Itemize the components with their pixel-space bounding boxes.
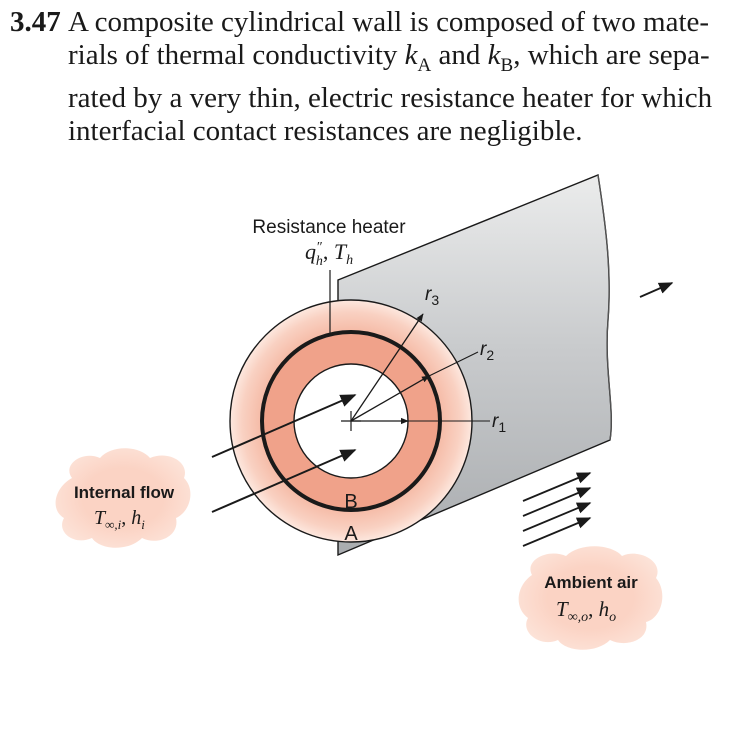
r2-sub: 2	[486, 347, 494, 363]
r1-symbol: r	[492, 411, 499, 432]
symbol-k-a: k	[404, 39, 418, 71]
problem-number: 3.47	[10, 6, 61, 38]
heater-label: Resistance heater	[252, 217, 406, 238]
subscript-a: A	[417, 54, 432, 76]
heater-q: q	[305, 239, 316, 264]
material-b-label: B	[344, 491, 357, 513]
radius-r1-label: r1	[492, 411, 506, 435]
problem-line-2: rials of thermal conductivity kA and kB,…	[10, 39, 738, 82]
problem-line-4: interfacial contact resistances are negl…	[10, 115, 738, 148]
ambient-air-symbols: T∞,o, ho	[556, 597, 616, 625]
problem-text-4: rated by a very thin, electric resistanc…	[68, 81, 713, 114]
internal-h-sub: i	[141, 517, 145, 532]
ambient-arrow-2	[522, 487, 592, 517]
ambient-arrow-4	[522, 517, 592, 547]
ambient-h: h	[599, 597, 610, 621]
ambient-h-sub: o	[609, 610, 616, 625]
internal-flow-label: Internal flow	[74, 483, 175, 502]
radius-r2-leader	[428, 351, 479, 377]
problem-line-3: rated by a very thin, electric resistanc…	[10, 82, 738, 115]
radius-r2-label: r2	[480, 339, 494, 363]
internal-flow-arrow-1	[211, 394, 357, 458]
subscript-b: B	[500, 54, 514, 76]
r3-symbol: r	[425, 284, 432, 305]
material-a-label: A	[344, 523, 358, 545]
problem-text-1: A composite cylindrical wall is composed…	[68, 6, 710, 38]
radius-r3-label: r3	[425, 284, 439, 308]
internal-t: T	[94, 507, 107, 529]
heater-symbols: q″h, Th	[305, 239, 353, 269]
problem-text-and: and	[438, 39, 481, 71]
symbol-k-b: k	[487, 39, 501, 71]
r3-sub: 3	[431, 292, 439, 308]
r1-sub: 1	[498, 419, 506, 435]
heater-t-sub: h	[346, 253, 353, 268]
external-flow-arrow-top	[639, 282, 674, 298]
ambient-t-sub: ∞,o	[568, 610, 588, 625]
ambient-air-cloud	[518, 546, 663, 650]
ambient-arrow-1	[522, 472, 592, 502]
radius-r2-line	[350, 375, 430, 422]
ambient-arrow-3	[522, 502, 592, 532]
ambient-t: T	[556, 597, 569, 621]
radius-r3-line	[350, 313, 424, 422]
internal-flow-symbols: T∞,i, hi	[94, 507, 145, 532]
internal-t-sub: ∞,i	[105, 517, 122, 532]
heater-q-super: ″	[316, 240, 322, 255]
cylinder-broken-end	[597, 174, 612, 441]
internal-h: h	[131, 507, 141, 529]
ambient-air-label: Ambient air	[544, 573, 638, 592]
problem-text-5: interfacial contact resistances are negl…	[68, 114, 583, 147]
problem-text-2: rials of thermal conductivity	[68, 39, 398, 71]
internal-flow-cloud	[55, 448, 191, 548]
internal-flow-arrow-2	[211, 449, 357, 513]
heater-t: T	[334, 239, 348, 264]
r2-symbol: r	[480, 339, 487, 360]
heater-q-sub: h	[316, 254, 323, 269]
problem-text-3: , which are sepa-	[513, 39, 710, 71]
